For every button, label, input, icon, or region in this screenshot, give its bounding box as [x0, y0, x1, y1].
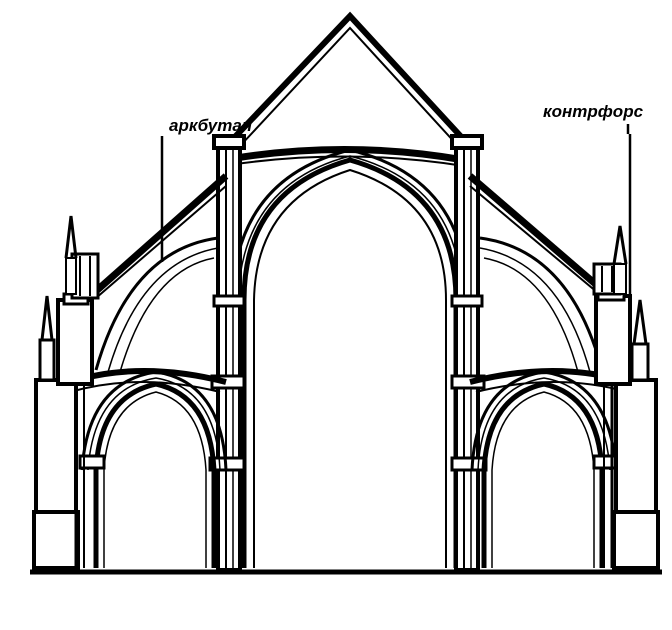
leader-line-buttress: [626, 124, 632, 300]
label-flying-buttress: аркбутан: [169, 116, 253, 135]
left-nave-pier: [208, 134, 246, 572]
nave-arch: [230, 148, 470, 568]
right-nave-pier: [450, 134, 488, 572]
label-buttress: контрфорс: [543, 102, 644, 121]
right-flying-buttress-upper: [467, 173, 617, 373]
left-flying-buttress-upper: [83, 173, 229, 373]
right-aisle-arch: [470, 370, 620, 568]
left-aisle-arch: [78, 370, 228, 568]
right-outer-buttress: [592, 225, 660, 570]
main-roof-gable: [229, 11, 469, 147]
left-outer-buttress: [32, 215, 100, 570]
